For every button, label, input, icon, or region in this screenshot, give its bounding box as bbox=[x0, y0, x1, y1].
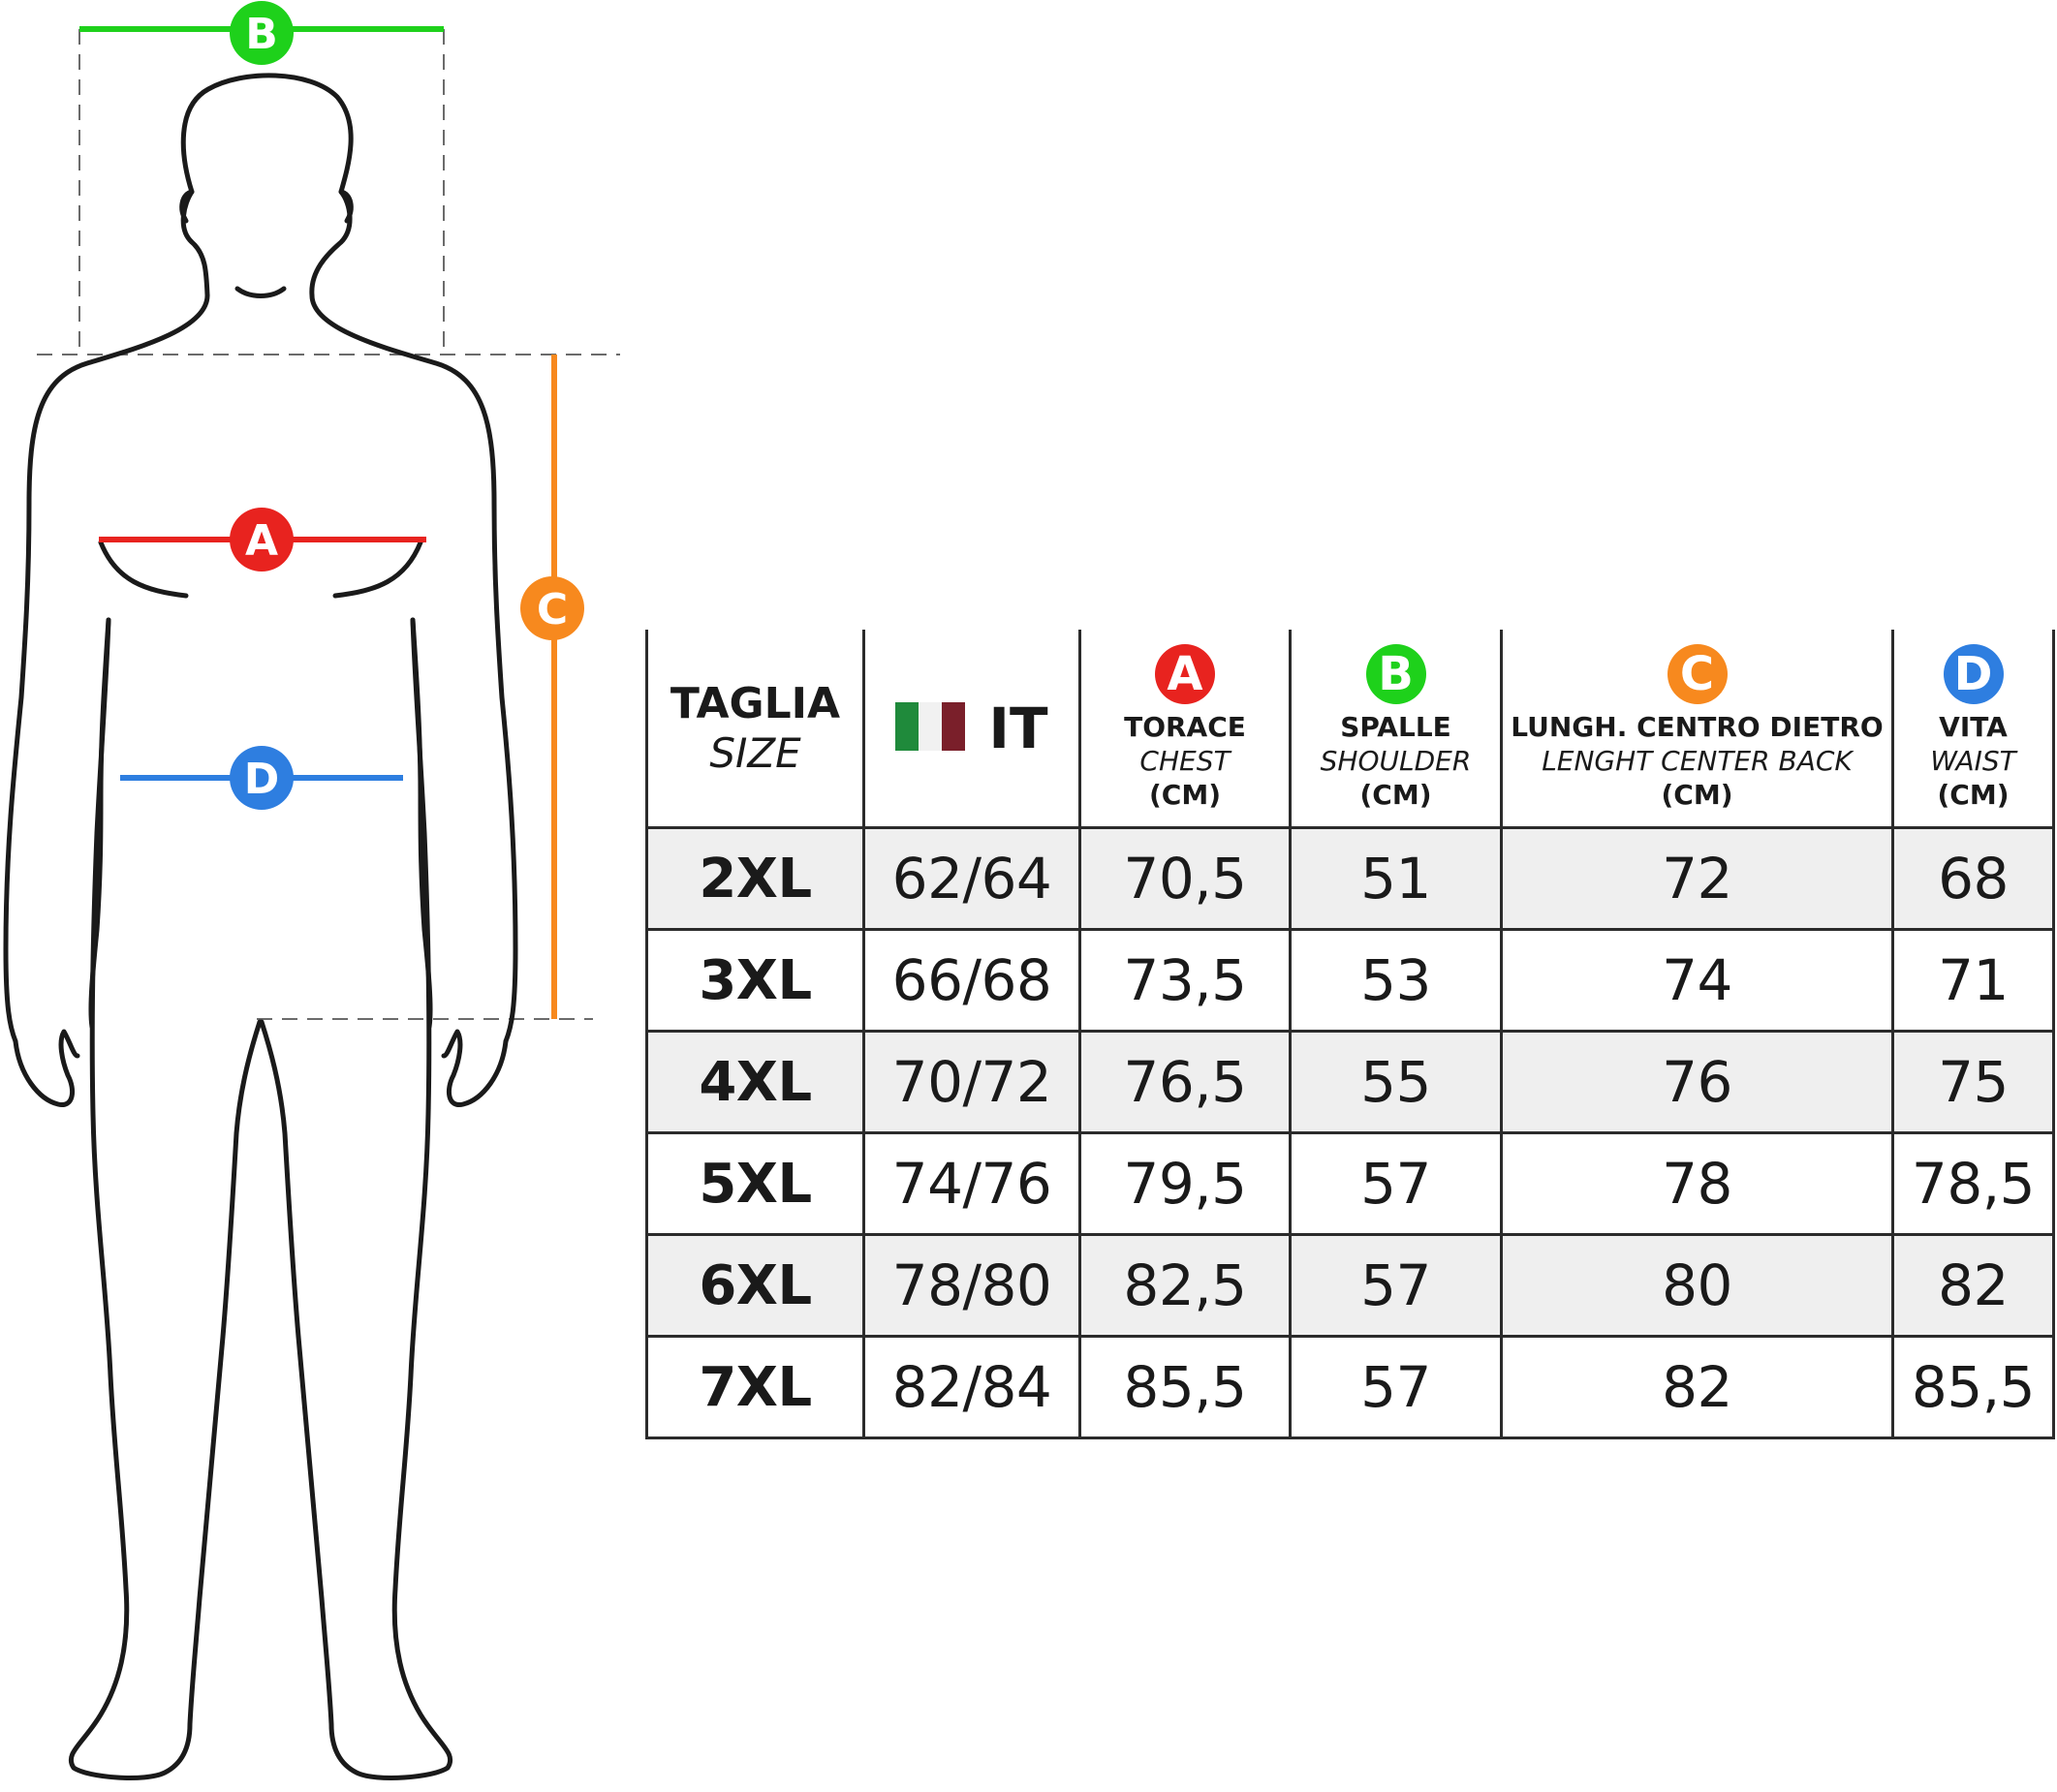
header-shoulder: B SPALLE SHOULDER (CM) bbox=[1289, 630, 1503, 829]
measure-a: A bbox=[99, 508, 426, 572]
header-waist: D VITA WAIST (CM) bbox=[1891, 630, 2055, 829]
marker-b-label: B bbox=[245, 10, 278, 59]
cell-waist: 68 bbox=[1891, 827, 2055, 931]
body-figure-diagram: B A D C bbox=[3, 1, 620, 1780]
cell-length: 78 bbox=[1500, 1132, 1894, 1236]
cell-shoulder: 55 bbox=[1289, 1031, 1503, 1134]
cell-chest: 76,5 bbox=[1078, 1031, 1292, 1134]
marker-d-label: D bbox=[244, 755, 280, 804]
marker-c-label: C bbox=[537, 585, 568, 634]
cell-it: 82/84 bbox=[862, 1336, 1081, 1439]
header-length-title: LUNGH. CENTRO DIETRO bbox=[1511, 711, 1884, 743]
header-chest-unit: (CM) bbox=[1148, 779, 1221, 811]
measure-d: D bbox=[120, 746, 403, 810]
header-it: IT bbox=[862, 630, 1081, 829]
cell-length: 74 bbox=[1500, 929, 1894, 1033]
cell-size: 3XL bbox=[645, 929, 865, 1033]
measure-b: B bbox=[79, 1, 444, 65]
header-waist-title: VITA bbox=[1939, 711, 2008, 743]
cell-size: 4XL bbox=[645, 1031, 865, 1134]
cell-chest: 79,5 bbox=[1078, 1132, 1292, 1236]
header-length-unit: (CM) bbox=[1661, 779, 1733, 811]
marker-a-label: A bbox=[245, 516, 278, 566]
badge-c: C bbox=[1667, 644, 1728, 704]
header-shoulder-unit: (CM) bbox=[1359, 779, 1432, 811]
measure-c: C bbox=[520, 355, 584, 1019]
table-row: 7XL 82/84 85,5 57 82 85,5 bbox=[645, 1336, 2055, 1439]
cell-length: 82 bbox=[1500, 1336, 1894, 1439]
header-chest: A TORACE CHEST (CM) bbox=[1078, 630, 1292, 829]
italy-flag-icon bbox=[895, 701, 966, 755]
table-header-row: TAGLIA SIZE IT A TORACE CHEST (CM) B SPA… bbox=[645, 630, 2055, 829]
body-outline bbox=[3, 73, 518, 1780]
cell-waist: 82 bbox=[1891, 1234, 2055, 1338]
header-length: C LUNGH. CENTRO DIETRO LENGHT CENTER BAC… bbox=[1500, 630, 1894, 829]
header-it-label: IT bbox=[988, 695, 1048, 761]
cell-length: 76 bbox=[1500, 1031, 1894, 1134]
header-waist-sub: WAIST bbox=[1930, 745, 2016, 777]
cell-waist: 75 bbox=[1891, 1031, 2055, 1134]
badge-d: D bbox=[1943, 644, 2004, 704]
header-size-sub: SIZE bbox=[709, 728, 801, 777]
cell-chest: 85,5 bbox=[1078, 1336, 1292, 1439]
badge-a: A bbox=[1155, 644, 1215, 704]
cell-it: 70/72 bbox=[862, 1031, 1081, 1134]
table-row: 5XL 74/76 79,5 57 78 78,5 bbox=[645, 1132, 2055, 1236]
cell-it: 62/64 bbox=[862, 827, 1081, 931]
cell-length: 80 bbox=[1500, 1234, 1894, 1338]
table-row: 3XL 66/68 73,5 53 74 71 bbox=[645, 929, 2055, 1033]
header-size: TAGLIA SIZE bbox=[645, 630, 865, 829]
header-length-sub: LENGHT CENTER BACK bbox=[1542, 745, 1853, 777]
size-chart-table: TAGLIA SIZE IT A TORACE CHEST (CM) B SPA… bbox=[645, 630, 2055, 1439]
guide-lines bbox=[37, 29, 620, 1020]
cell-shoulder: 57 bbox=[1289, 1132, 1503, 1236]
table-row: 2XL 62/64 70,5 51 72 68 bbox=[645, 827, 2055, 931]
cell-waist: 85,5 bbox=[1891, 1336, 2055, 1439]
cell-chest: 70,5 bbox=[1078, 827, 1292, 931]
cell-shoulder: 51 bbox=[1289, 827, 1503, 931]
header-size-title: TAGLIA bbox=[670, 678, 841, 728]
cell-chest: 82,5 bbox=[1078, 1234, 1292, 1338]
header-chest-title: TORACE bbox=[1124, 711, 1246, 743]
cell-size: 6XL bbox=[645, 1234, 865, 1338]
cell-shoulder: 57 bbox=[1289, 1234, 1503, 1338]
header-chest-sub: CHEST bbox=[1139, 745, 1231, 777]
header-shoulder-sub: SHOULDER bbox=[1320, 745, 1472, 777]
table-row: 6XL 78/80 82,5 57 80 82 bbox=[645, 1234, 2055, 1338]
header-shoulder-title: SPALLE bbox=[1340, 711, 1451, 743]
cell-shoulder: 57 bbox=[1289, 1336, 1503, 1439]
cell-chest: 73,5 bbox=[1078, 929, 1292, 1033]
cell-waist: 71 bbox=[1891, 929, 2055, 1033]
cell-it: 66/68 bbox=[862, 929, 1081, 1033]
cell-waist: 78,5 bbox=[1891, 1132, 2055, 1236]
cell-length: 72 bbox=[1500, 827, 1894, 931]
cell-size: 5XL bbox=[645, 1132, 865, 1236]
cell-it: 78/80 bbox=[862, 1234, 1081, 1338]
header-waist-unit: (CM) bbox=[1937, 779, 2010, 811]
cell-shoulder: 53 bbox=[1289, 929, 1503, 1033]
table-row: 4XL 70/72 76,5 55 76 75 bbox=[645, 1031, 2055, 1134]
cell-size: 2XL bbox=[645, 827, 865, 931]
cell-it: 74/76 bbox=[862, 1132, 1081, 1236]
cell-size: 7XL bbox=[645, 1336, 865, 1439]
badge-b: B bbox=[1365, 644, 1426, 704]
